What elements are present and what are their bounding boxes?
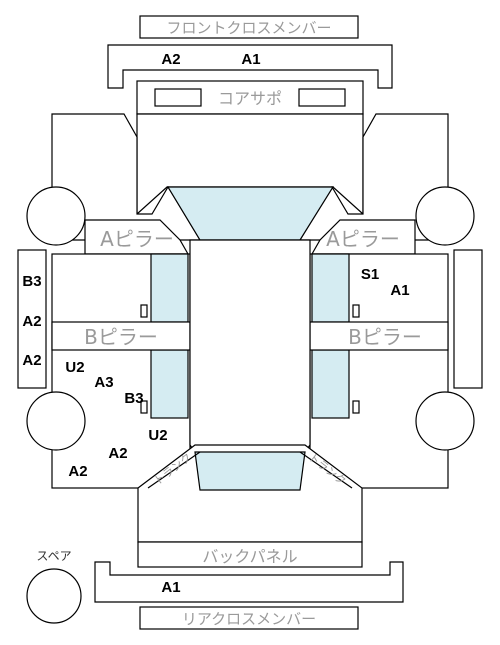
right-front-door-glass [311, 253, 350, 323]
rear-left-wheel [26, 391, 86, 451]
damage-code: A2 [22, 313, 41, 330]
back-panel-box [137, 541, 363, 568]
damage-code: A1 [161, 579, 180, 596]
b-pillar-right-band [309, 321, 449, 351]
left-front-door-glass [150, 253, 189, 323]
damage-code: U2 [65, 359, 84, 376]
damage-code: U2 [148, 427, 167, 444]
trunk-left-edge [147, 451, 201, 489]
damage-code: A1 [241, 51, 260, 68]
front-cross-member-box [139, 15, 359, 39]
damage-code: A2 [22, 352, 41, 369]
left-rear-door-handle [140, 400, 148, 414]
damage-code: A2 [108, 445, 127, 462]
rear-cross-member-label: リアクロスメンバー [182, 610, 316, 628]
spare-label: スペア [36, 549, 71, 563]
roof-panel [189, 239, 311, 453]
rear-window [194, 451, 306, 491]
spare-tire [26, 568, 82, 624]
b-pillar-left-label: Bピラー [84, 325, 158, 349]
right-rear-door-glass [311, 349, 350, 419]
front-right-wheel [415, 186, 475, 246]
trunk-right-edge [299, 451, 353, 489]
damage-code: A1 [390, 282, 409, 299]
damage-code: A2 [161, 51, 180, 68]
damage-code: S1 [361, 266, 379, 283]
damage-code: A3 [94, 374, 113, 391]
rear-right-wheel [415, 391, 475, 451]
a-pillar-right-label: Aピラー [326, 227, 400, 251]
front-left-wheel [26, 186, 86, 246]
rear-cross-member-box [139, 606, 359, 630]
left-rear-door-glass [150, 349, 189, 419]
core-support-label: コアサポ [218, 89, 282, 108]
a-pillar-right-band [310, 219, 416, 255]
a-pillar-left-band [84, 219, 190, 255]
right-side-sill [453, 249, 483, 389]
damage-code: B3 [22, 273, 41, 290]
damage-code: A2 [68, 463, 87, 480]
right-front-door-handle [352, 304, 360, 318]
core-support-left-slot [154, 88, 202, 107]
front-bumper-member [107, 44, 393, 89]
damage-code: B3 [124, 390, 143, 407]
left-front-door-handle [140, 304, 148, 318]
rear-bumper-member [94, 561, 404, 603]
b-pillar-right-label: Bピラー [348, 325, 422, 349]
front-cross-member-label: フロントクロスメンバー [166, 19, 331, 37]
right-rear-door-handle [352, 400, 360, 414]
back-panel-label: バックパネル [202, 547, 297, 566]
a-pillar-left-label: Aピラー [100, 227, 174, 251]
left-side-sill [17, 249, 47, 389]
core-support-right-slot [298, 88, 346, 107]
